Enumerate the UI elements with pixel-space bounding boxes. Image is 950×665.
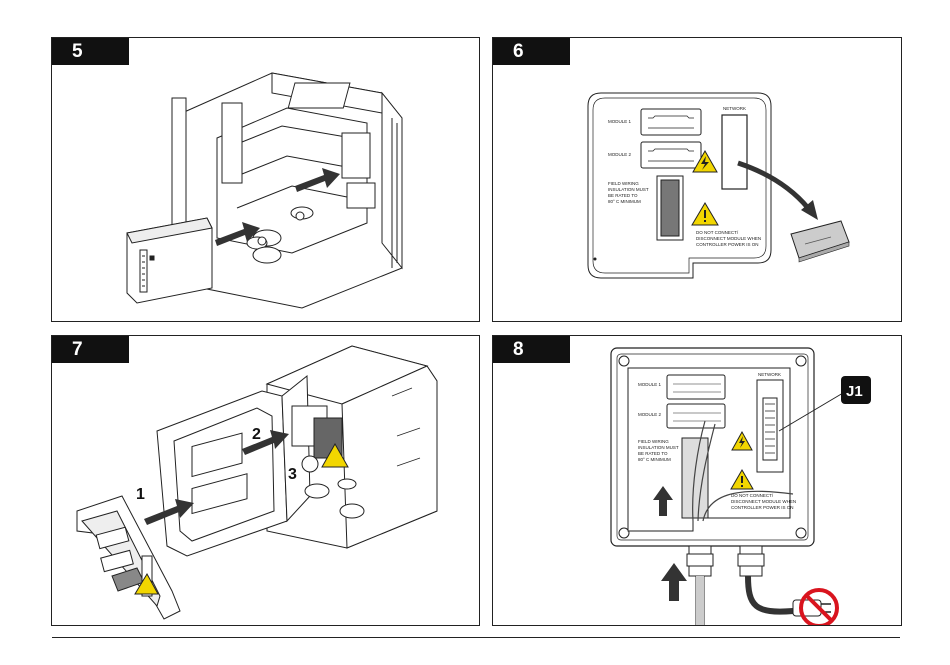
warning-line-1: DO NOT CONNECT/ xyxy=(696,230,739,235)
field-wiring-line-4: 80° C MINIMUM xyxy=(638,457,671,462)
field-wiring-line-1: FIELD WIRING xyxy=(638,439,669,444)
module-insertion-illustration xyxy=(126,72,403,309)
bottom-rule xyxy=(52,637,900,638)
warning-line-1: DO NOT CONNECT/ xyxy=(731,493,774,498)
outer-up-arrow xyxy=(661,563,687,601)
removed-network-cover xyxy=(790,220,850,263)
step-8-panel: 8 J1 MODULE 1 MODULE 2 NETWORK xyxy=(492,335,902,626)
step-number: 7 xyxy=(52,336,129,363)
warning-line-3: CONTROLLER POWER IS ON xyxy=(696,242,759,247)
step-number: 6 xyxy=(493,38,570,65)
step-5-panel: 5 xyxy=(51,37,480,322)
module-1-label: MODULE 1 xyxy=(608,119,632,124)
module-1-slot-cover xyxy=(640,108,702,136)
warning-line-2: DISCONNECT MODULE WHEN xyxy=(731,499,796,504)
arrow-1 xyxy=(144,499,194,525)
step-6-panel: 6 MODULE 1 MODULE 2 NETWORK FIELD WIRING… xyxy=(492,37,902,322)
opened-cover xyxy=(76,495,181,620)
step-number: 5 xyxy=(52,38,129,65)
module-install-illustration: 1 2 3 xyxy=(76,345,438,620)
wiring-illustration: J1 MODULE 1 MODULE 2 NETWORK FIELD WIRIN… xyxy=(610,347,871,625)
network-label: NETWORK xyxy=(758,372,781,377)
j1-callout-box xyxy=(841,376,871,404)
network-label: NETWORK xyxy=(723,106,746,111)
removal-arrow xyxy=(737,160,810,210)
field-wiring-line-1: FIELD WIRING xyxy=(608,181,639,186)
field-wiring-line-2: INSULATION MUST xyxy=(638,445,679,450)
arrow-2 xyxy=(242,430,289,455)
field-wiring-line-2: INSULATION MUST xyxy=(608,187,649,192)
inner-up-arrow xyxy=(653,486,673,516)
field-wiring-line-4: 80° C MINIMUM xyxy=(608,199,641,204)
callout-2: 2 xyxy=(252,426,261,443)
module-1-label: MODULE 1 xyxy=(638,382,662,387)
step-number: 8 xyxy=(493,336,570,363)
j1-label: J1 xyxy=(846,383,863,400)
do-not-plug-in-icon xyxy=(799,588,839,625)
cover-panel-illustration: MODULE 1 MODULE 2 NETWORK FIELD WIRING I… xyxy=(587,92,850,279)
network-slot-opening xyxy=(721,114,748,190)
warning-line-3: CONTROLLER POWER IS ON xyxy=(731,505,794,510)
module-2-slot-cover xyxy=(640,141,702,169)
warning-line-2: DISCONNECT MODULE WHEN xyxy=(696,236,761,241)
network-terminal-block xyxy=(762,397,778,461)
module-2-label: MODULE 2 xyxy=(638,412,662,417)
callout-3: 3 xyxy=(288,466,297,483)
field-wiring-line-3: BE RATED TO xyxy=(608,193,638,198)
field-wiring-line-3: BE RATED TO xyxy=(638,451,668,456)
module-2-label: MODULE 2 xyxy=(608,152,632,157)
callout-1: 1 xyxy=(136,486,145,503)
step-7-panel: 7 xyxy=(51,335,480,626)
